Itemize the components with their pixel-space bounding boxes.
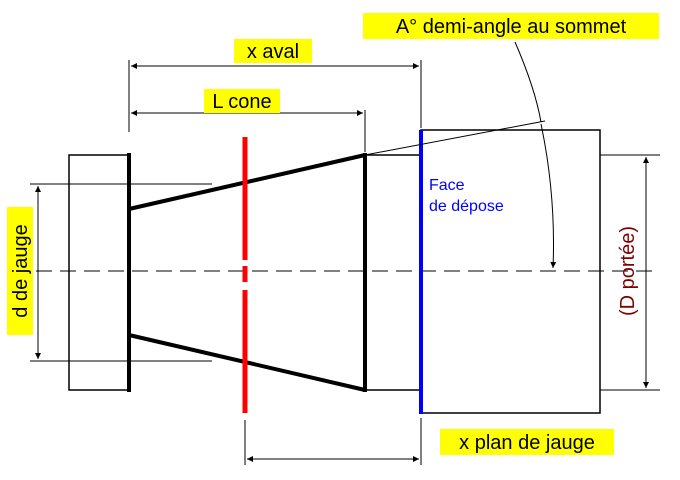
d-jauge-label: d de jauge [10,224,32,317]
d-jauge-label-bg [7,207,33,335]
dim-half-angle-arc-lower [540,123,557,269]
half-angle-label: A° demi-angle au sommet [396,16,627,38]
face-depose-line2: de dépose [429,198,504,215]
x-plan-jauge-label-bg [440,429,614,455]
x-plan-jauge-label: x plan de jauge [459,432,595,454]
x-aval-label: x aval [247,41,299,63]
l-cone-label: L cone [212,91,271,113]
x-aval-label-bg [234,39,312,63]
dim-half-angle-arc [514,41,542,123]
l-cone-label-bg [204,89,280,113]
cone-extension-line [364,120,546,156]
face-depose-line1: Face [429,177,465,194]
d-portee-label: (D portée) [617,226,639,316]
half-angle-label-bg [363,13,659,39]
left-flange [68,154,130,391]
